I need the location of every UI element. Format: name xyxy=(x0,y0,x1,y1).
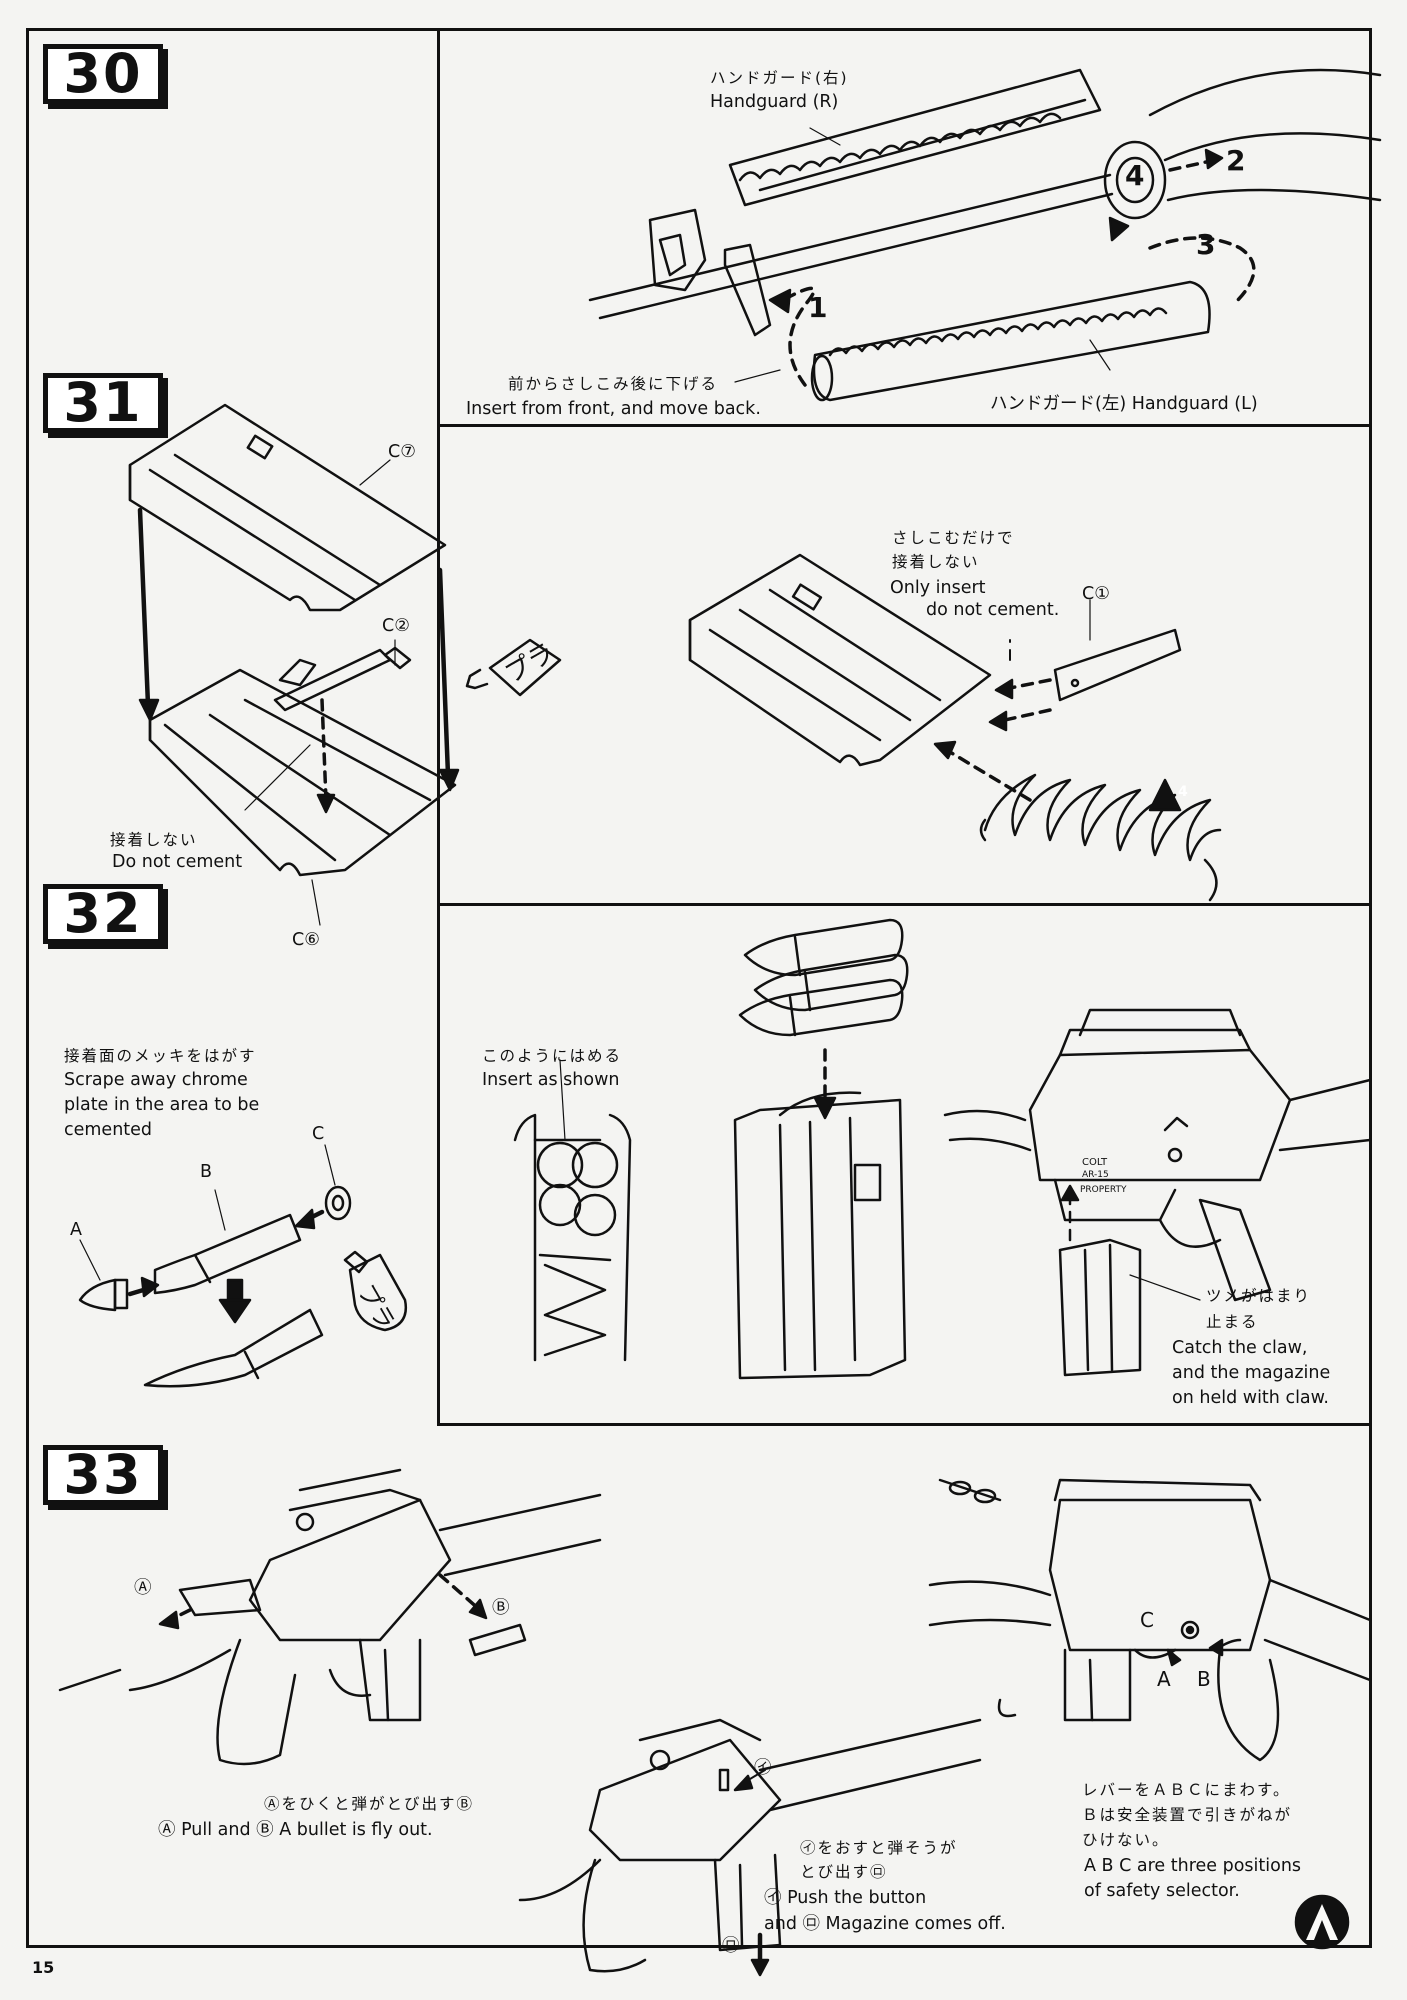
loaded-magazine xyxy=(733,1091,907,1380)
s31-part-c1: C① xyxy=(1082,584,1110,604)
step31-arrows-right xyxy=(933,599,1182,812)
magazine-spring xyxy=(979,773,1222,902)
magazine-cutaway xyxy=(513,1059,632,1362)
s31-part-c7: C⑦ xyxy=(388,442,416,462)
s30-callout-2: 2 xyxy=(1226,144,1246,177)
s33-circle-a: Ⓐ xyxy=(134,1578,152,1598)
s32-chrome-en-3: cemented xyxy=(64,1120,153,1140)
s30-callout-4: 4 xyxy=(1125,159,1145,192)
rifle-left-illustration xyxy=(58,1468,602,1766)
s33-push-en-1: ㋑ Push the button xyxy=(764,1888,927,1908)
s30-handguard-r-en: Handguard (R) xyxy=(710,92,839,112)
s30-handguard-l: ハンドガード(左) Handguard (L) xyxy=(990,394,1258,414)
s33-push-en-2: and ㋺ Magazine comes off. xyxy=(764,1914,1006,1934)
divider-32-33 xyxy=(437,1423,1372,1426)
page-number: 15 xyxy=(32,1958,55,1977)
s32-claw-en-2: and the magazine xyxy=(1172,1363,1331,1383)
s33-selector-jp-3: ひけない。 xyxy=(1082,1831,1170,1849)
s33-selector-en-1: A B C are three positions xyxy=(1084,1856,1302,1876)
glue-tube-icon-31: プラ xyxy=(465,638,562,697)
s33-circle-b: Ⓑ xyxy=(492,1598,510,1618)
rifle-right-illustration xyxy=(928,1478,1372,1762)
s33-selector-en-2: of safety selector. xyxy=(1084,1881,1240,1901)
s32-claw-jp-1: ツメがはまり xyxy=(1206,1287,1312,1305)
s33-pull-jp: Ⓐをひくと弾がとび出すⒷ xyxy=(264,1795,475,1813)
s32-chrome-en-2: plate in the area to be xyxy=(64,1095,260,1115)
s33-sel-a: A xyxy=(1157,1667,1171,1691)
glue-tube-icon-32: プラ xyxy=(343,1250,408,1335)
step-badge-30: 30 xyxy=(43,44,163,104)
s33-push-jp-2: とび出す㋺ xyxy=(800,1863,888,1881)
step30-arrows xyxy=(734,127,1256,387)
s32-claw-en-3: on held with claw. xyxy=(1172,1388,1329,1408)
step32-bullet-arrows xyxy=(79,1144,336,1324)
step-badge-31: 31 xyxy=(43,373,163,433)
bullet-parts xyxy=(78,1185,352,1388)
divider-30-31 xyxy=(437,424,1372,427)
step-badge-32: 32 xyxy=(43,884,163,944)
s33-mark-i: ㋑ xyxy=(754,1758,772,1778)
s30-handguard-r-jp: ハンドガード(右) xyxy=(710,69,849,87)
s30-insert-jp: 前からさしこみ後に下げる xyxy=(508,375,719,393)
s33-push-jp-1: ㋑をおすと弾そうが xyxy=(800,1839,958,1857)
s33-sel-b: B xyxy=(1197,1667,1211,1691)
svg-text:AR-15: AR-15 xyxy=(1082,1170,1109,1180)
handguard-right xyxy=(728,68,1102,207)
s32-label-a: A xyxy=(70,1220,82,1240)
s33-mark-ro: ㋺ xyxy=(722,1936,740,1956)
page-frame xyxy=(26,28,1372,1948)
magazine-part-c2 xyxy=(383,646,412,670)
handguard-left xyxy=(810,280,1211,402)
s31-part-c6: C⑥ xyxy=(292,930,320,950)
s31-no-cement-jp: 接着しない xyxy=(110,831,198,849)
svg-text:COLT: COLT xyxy=(1082,1157,1108,1168)
divider-31-32 xyxy=(437,903,1372,906)
cartridges-group xyxy=(738,918,909,1120)
s32-label-b: B xyxy=(200,1162,213,1182)
step-badge-33: 33 xyxy=(43,1445,163,1505)
s30-callout-3: 3 xyxy=(1196,228,1216,261)
s31-only-insert-en-2: do not cement. xyxy=(926,600,1060,620)
svg-text:プラ: プラ xyxy=(500,638,560,690)
s30-insert-en: Insert from front, and move back. xyxy=(466,399,761,419)
s32-chrome-en-1: Scrape away chrome xyxy=(64,1070,248,1090)
s32-insert-shown-jp: このようにはめる xyxy=(482,1047,623,1065)
s32-claw-en-1: Catch the claw, xyxy=(1172,1338,1308,1358)
svg-text:PROPERTY: PROPERTY xyxy=(1080,1185,1127,1195)
s31-spring-ref: 4 xyxy=(1178,784,1188,800)
s32-insert-shown-en: Insert as shown xyxy=(482,1070,620,1090)
follower-c1 xyxy=(1053,628,1182,702)
step31-arrows-left xyxy=(137,459,460,926)
s31-only-insert-en-1: Only insert xyxy=(890,578,986,598)
s30-callout-1: 1 xyxy=(808,291,828,324)
s33-pull-en: Ⓐ Pull and Ⓑ A bullet is fly out. xyxy=(158,1820,433,1840)
rifle-center-illustration xyxy=(518,1698,1017,1977)
s31-part-c2: C② xyxy=(382,616,410,636)
divider-vertical xyxy=(437,28,440,1426)
s33-selector-jp-1: レバーをＡＢＣにまわす。 xyxy=(1082,1781,1291,1799)
s32-claw-jp-2: 止まる xyxy=(1206,1313,1259,1331)
magazine-half-c7 xyxy=(128,403,447,612)
s33-selector-jp-2: Ｂは安全装置で引きがねが xyxy=(1082,1806,1293,1824)
s31-no-cement-en: Do not cement xyxy=(112,852,243,872)
maker-logo-icon xyxy=(1294,1894,1350,1950)
magazine-assembled xyxy=(688,553,992,767)
s32-label-c: C xyxy=(312,1124,325,1144)
s32-chrome-jp: 接着面のメッキをはがす xyxy=(64,1047,257,1065)
s31-only-insert-jp-2: 接着しない xyxy=(892,553,980,571)
s33-sel-c: C xyxy=(1140,1608,1154,1632)
step30-barrel-illustration xyxy=(588,68,1382,337)
receiver-illustration: COLT AR-15 PROPERTY xyxy=(943,1008,1372,1377)
s31-only-insert-jp-1: さしこむだけで xyxy=(892,529,1015,547)
